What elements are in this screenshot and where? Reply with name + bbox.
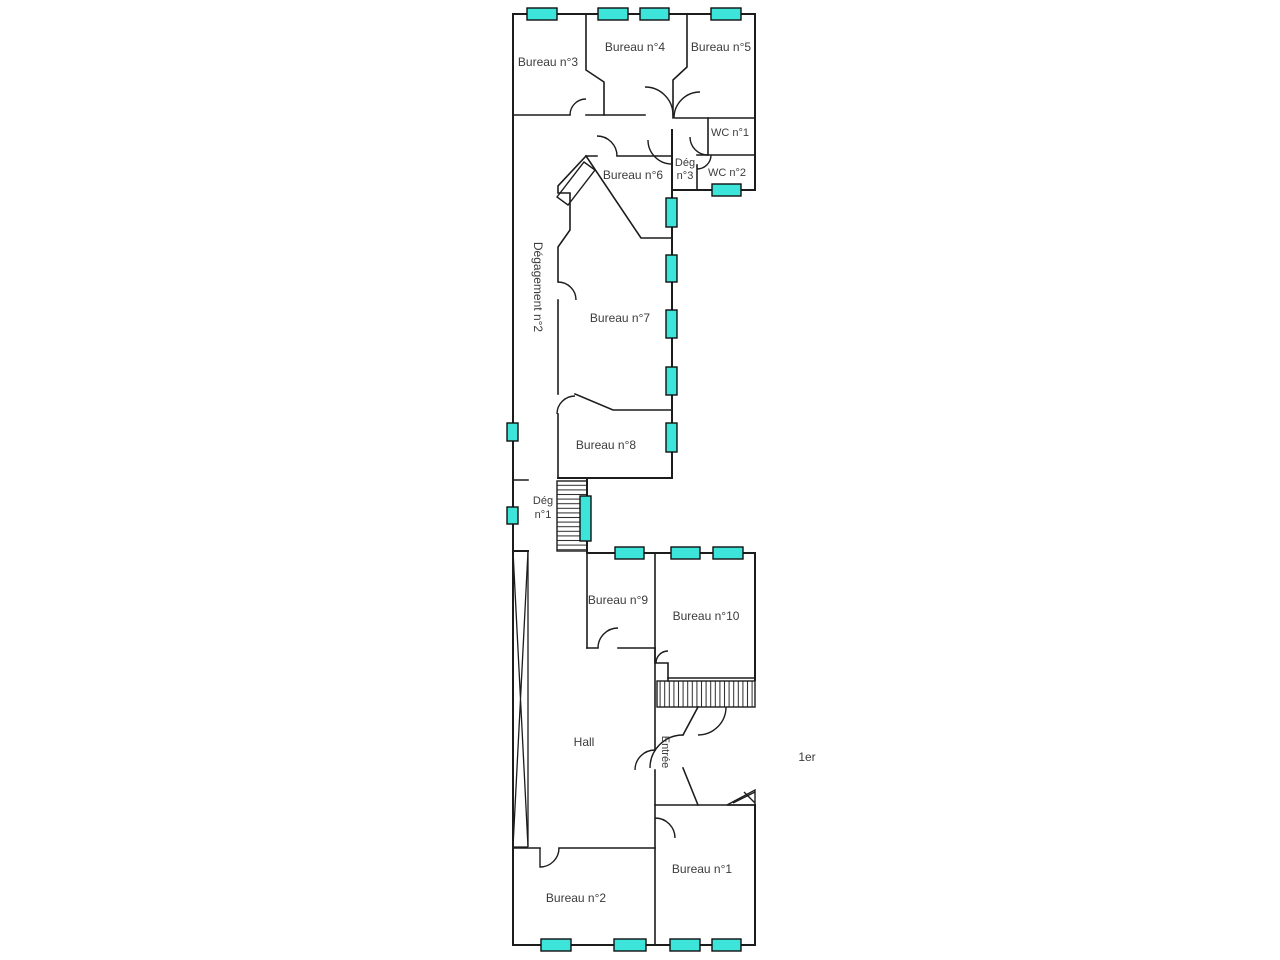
label-bureau-3: Bureau n°3: [518, 55, 579, 69]
door-bureau8: [556, 395, 576, 415]
elevator-shaft: [512, 550, 529, 848]
label-deg-1-line1: Dég: [533, 495, 553, 507]
window: [670, 546, 701, 560]
label-bureau-8: Bureau n°8: [576, 438, 637, 452]
wall-bureau7-bureau8: [573, 392, 673, 411]
door-leaf-bureau6: [556, 161, 596, 206]
window: [506, 422, 519, 442]
room-labels: Bureau n°3 Bureau n°4 Bureau n°5 WC n°1 …: [518, 40, 816, 905]
window: [506, 506, 519, 525]
window: [712, 546, 744, 560]
entrance-door-triangle: [726, 788, 756, 806]
door-entree-partition: [649, 734, 684, 769]
window: [579, 495, 592, 542]
window: [540, 938, 572, 952]
wall-entree-partition: [681, 705, 700, 807]
wall-corridor-right-upper: [557, 154, 588, 283]
door-bureau9: [597, 627, 619, 649]
label-bureau-5: Bureau n°5: [691, 40, 752, 54]
door-wc2: [696, 154, 712, 170]
label-floor: 1er: [798, 750, 815, 764]
door-bureau4: [644, 86, 674, 116]
window: [710, 7, 742, 21]
door-bureau3: [569, 98, 587, 116]
window: [614, 546, 645, 560]
label-entree: Entrée: [659, 736, 671, 768]
label-bureau-4: Bureau n°4: [605, 40, 666, 54]
window: [639, 7, 670, 21]
label-wc-2: WC n°2: [708, 167, 746, 179]
door-hall-entree: [634, 749, 656, 771]
door-stair-base: [697, 706, 727, 736]
window: [665, 309, 678, 339]
door-wc1: [689, 136, 709, 156]
wall-bureau4-bureau5: [672, 13, 688, 119]
doors: [539, 86, 756, 868]
interior-walls: [512, 13, 756, 946]
label-deg-1-line2: n°1: [535, 509, 552, 521]
door-bureau6: [596, 135, 618, 157]
label-bureau-9: Bureau n°9: [588, 593, 649, 607]
label-hall: Hall: [574, 735, 595, 749]
window: [526, 7, 558, 21]
window: [711, 938, 742, 952]
window: [613, 938, 647, 952]
window: [597, 7, 629, 21]
label-degagement-2: Dégagement n°2: [531, 242, 545, 333]
wall-bureau3-bureau4: [585, 13, 605, 116]
wall-bureau9-bureau10: [654, 552, 669, 682]
door-bureau2: [539, 847, 560, 868]
label-bureau-1: Bureau n°1: [672, 862, 733, 876]
window: [665, 366, 678, 396]
staircase-entree: [656, 680, 756, 708]
shaft-cross: [512, 550, 529, 848]
door-bureau10: [655, 650, 669, 664]
window: [665, 197, 678, 228]
label-bureau-7: Bureau n°7: [590, 311, 651, 325]
window: [711, 183, 742, 197]
door-bureau7: [557, 281, 577, 301]
label-bureau-6: Bureau n°6: [603, 168, 664, 182]
label-wc-1: WC n°1: [711, 127, 749, 139]
label-deg-3-line2: n°3: [677, 170, 694, 182]
label-bureau-2: Bureau n°2: [546, 891, 607, 905]
label-deg-3-line1: Dég: [675, 157, 695, 169]
window: [665, 254, 678, 283]
wall-bureau6-diagonal: [584, 154, 673, 239]
window: [665, 422, 678, 453]
windows: [506, 7, 744, 952]
window: [669, 938, 701, 952]
door-bureau1: [654, 817, 676, 839]
label-bureau-10: Bureau n°10: [673, 609, 740, 623]
door-corridor: [647, 139, 673, 165]
door-bureau5: [673, 91, 701, 119]
